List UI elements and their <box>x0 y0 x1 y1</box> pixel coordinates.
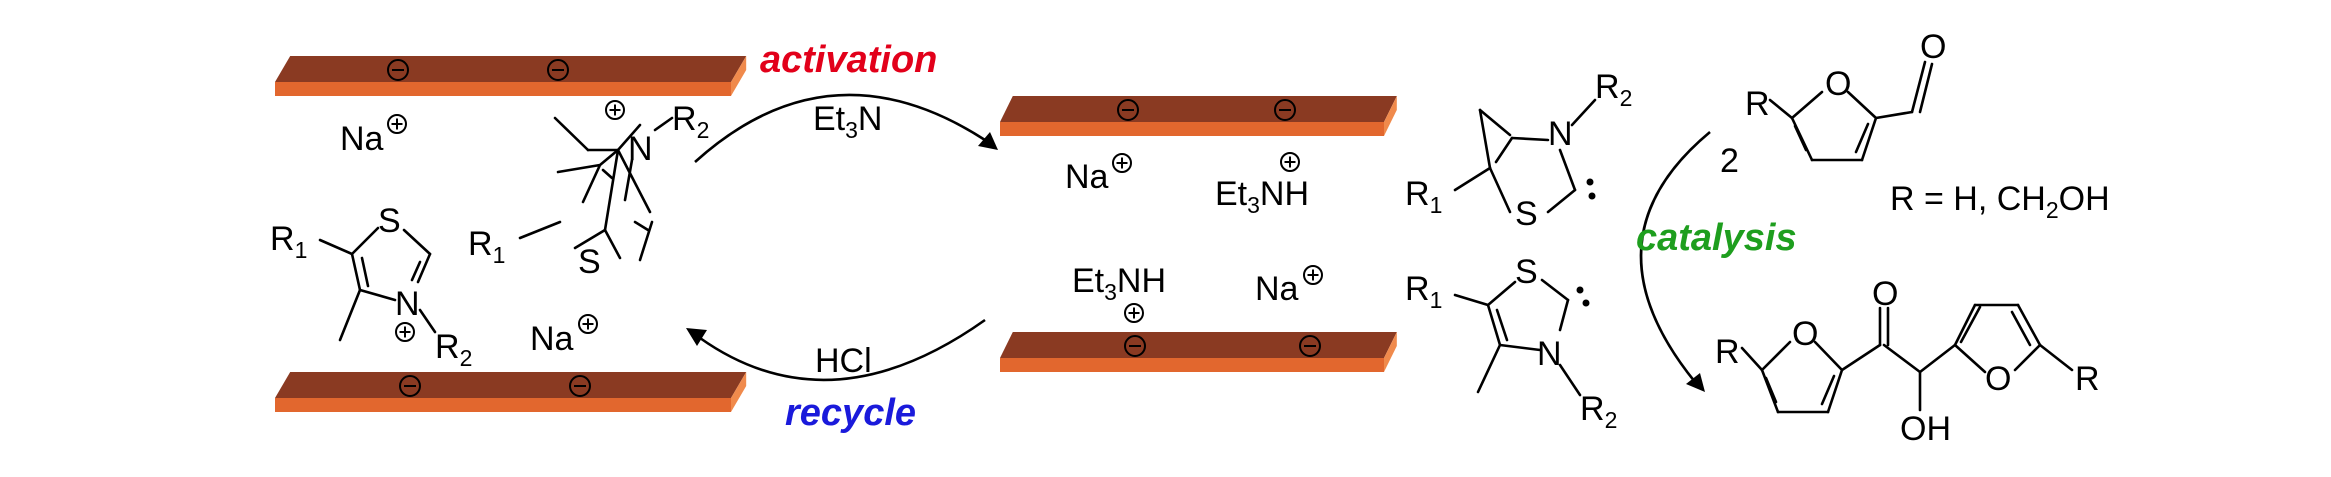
activation-arrow <box>694 93 998 163</box>
svg-text:O: O <box>1872 275 1898 313</box>
nhc-carbene-lower: R1 S N R2 <box>1405 253 1617 433</box>
plus-icon <box>1112 153 1132 173</box>
svg-text:OH: OH <box>1900 410 1951 448</box>
svg-text:Na: Na <box>1065 158 1109 196</box>
sodium-ion-bottom-left: Na <box>530 314 598 358</box>
catalysis-arrow <box>1639 131 1711 392</box>
carbene-dot <box>1586 178 1594 186</box>
svg-text:Na: Na <box>530 320 574 358</box>
thiazolium-cation-upper: N R2 S R1 <box>468 100 709 281</box>
svg-text:S: S <box>1515 195 1538 233</box>
triethylammonium-top: Et3NH <box>1215 152 1309 218</box>
plus-icon <box>605 100 625 120</box>
triethylammonium-bottom: Et3NH <box>1072 262 1166 323</box>
svg-text:N: N <box>395 285 420 323</box>
reagent-hcl: HCl <box>815 342 872 380</box>
sodium-ion-top-left: Na <box>340 114 407 158</box>
svg-text:O: O <box>1985 360 2011 398</box>
svg-text:R1: R1 <box>1405 270 1442 313</box>
recycle-arrow <box>686 318 986 382</box>
svg-text:N: N <box>1548 115 1573 153</box>
plus-icon <box>578 314 598 334</box>
svg-text:R2: R2 <box>672 100 709 143</box>
svg-text:R1: R1 <box>468 225 505 268</box>
svg-text:S: S <box>378 202 401 240</box>
svg-text:R: R <box>1715 333 1740 371</box>
clay-plate-bottom-left <box>275 372 747 412</box>
activation-label: activation <box>760 39 937 81</box>
svg-text:R1: R1 <box>270 220 307 263</box>
svg-text:O: O <box>1920 28 1946 66</box>
svg-text:Na: Na <box>1255 270 1299 308</box>
svg-text:O: O <box>1792 315 1818 353</box>
svg-text:S: S <box>1515 253 1538 291</box>
thiazolium-cation-lower: R1 S N R2 <box>270 202 472 371</box>
recycle-label: recycle <box>785 392 916 434</box>
plus-icon <box>1280 152 1300 172</box>
furoin-product: R O O OH O R <box>1715 275 2100 448</box>
catalysis-label: catalysis <box>1636 217 1797 259</box>
carbene-dot <box>1582 299 1590 307</box>
svg-text:R1: R1 <box>1405 175 1442 218</box>
furfural-substrate: R 2 O O R = H, CH2OH <box>1720 28 2110 223</box>
svg-text:Et3NH: Et3NH <box>1215 175 1309 218</box>
carbene-dot <box>1588 192 1596 200</box>
clay-plate-top-left <box>275 56 747 96</box>
svg-text:O: O <box>1825 65 1851 103</box>
nhc-carbene-upper: R1 N R2 S <box>1405 68 1632 233</box>
svg-text:R2: R2 <box>1580 390 1617 433</box>
plus-icon <box>387 114 407 134</box>
svg-text:N: N <box>628 130 653 168</box>
reagent-et3n: Et3N <box>813 100 882 143</box>
svg-text:R: R <box>1745 85 1770 123</box>
sodium-ion-top-middle: Na <box>1065 153 1132 196</box>
carbene-dot <box>1576 286 1584 294</box>
svg-text:S: S <box>578 243 601 281</box>
svg-text:R2: R2 <box>1595 68 1632 111</box>
plus-icon <box>395 322 415 342</box>
svg-text:N: N <box>1537 335 1562 373</box>
svg-text:R = H, CH2OH: R = H, CH2OH <box>1890 180 2110 223</box>
plus-icon <box>1303 265 1323 285</box>
svg-text:2: 2 <box>1720 142 1739 180</box>
clay-plate-top-middle <box>1000 96 1397 136</box>
plus-icon <box>1124 303 1144 323</box>
clay-plate-bottom-middle <box>1000 332 1397 372</box>
sodium-ion-bottom-middle: Na <box>1255 265 1323 308</box>
svg-text:Na: Na <box>340 120 384 158</box>
svg-text:Et3NH: Et3NH <box>1072 262 1166 305</box>
svg-text:R: R <box>2075 360 2100 398</box>
svg-text:R2: R2 <box>435 328 472 371</box>
